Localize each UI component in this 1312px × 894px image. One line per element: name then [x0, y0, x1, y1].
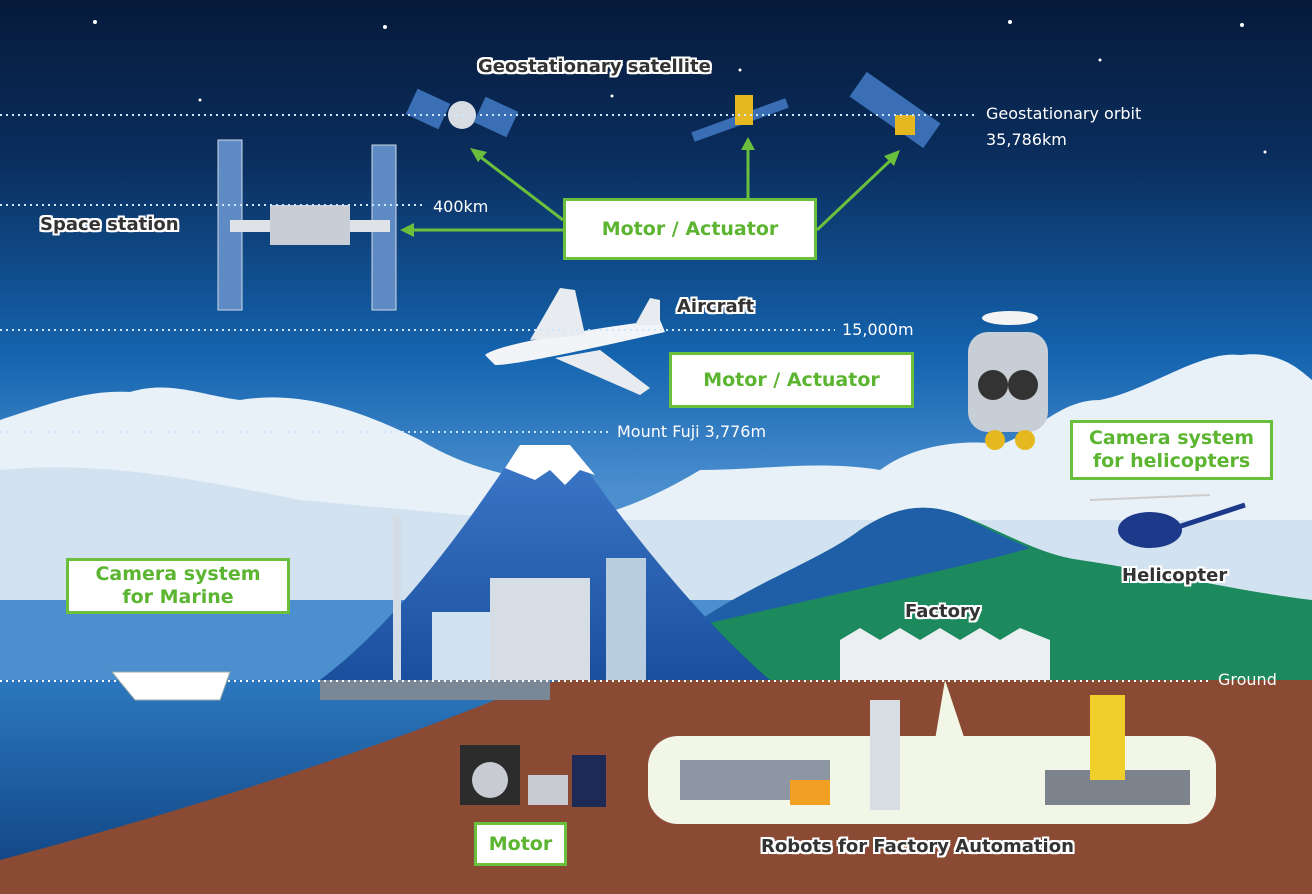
mount-fuji-label: Mount Fuji 3,776m: [617, 422, 767, 441]
geostationary-satellite-label: Geostationary satellite: [478, 56, 711, 77]
factory-building: [840, 628, 1050, 680]
aircraft-label: Aircraft: [677, 296, 755, 317]
motor-box: Motor: [474, 822, 567, 866]
camera-marine-line2: for Marine: [122, 586, 234, 608]
aircraft: [485, 288, 665, 395]
motor-actuator-box-aircraft: Motor / Actuator: [669, 352, 914, 408]
space-station: [217, 139, 397, 311]
aircraft-altitude: 15,000m: [842, 320, 914, 339]
space-station-label: Space station: [40, 214, 179, 235]
helicopter-illustration: [1089, 494, 1246, 548]
camera-helicopters-line2: for helicopters: [1092, 450, 1251, 472]
altitude-lines: [0, 114, 1210, 682]
stars: [93, 20, 1267, 154]
arrows: [400, 137, 900, 237]
camera-helicopters-line1: Camera system: [1088, 427, 1255, 450]
camera-helicopters-box: Camera system for helicopters: [1070, 420, 1273, 480]
factory-label: Factory: [905, 601, 981, 622]
city-buildings: [320, 515, 646, 700]
mascot-camera-character: [968, 311, 1048, 450]
boat: [110, 671, 231, 701]
robots-label: Robots for Factory Automation: [761, 836, 1074, 857]
motor-actuator-box-space: Motor / Actuator: [563, 198, 817, 260]
helicopter-label: Helicopter: [1122, 565, 1228, 586]
motor-products: [460, 745, 606, 807]
satellites: [405, 71, 941, 149]
camera-marine-box: Camera system for Marine: [66, 558, 290, 614]
geostationary-orbit-label: Geostationary orbit: [986, 104, 1142, 123]
factory-callout: [935, 680, 965, 740]
space-station-altitude: 400km: [433, 197, 489, 216]
robot-arms: [680, 695, 1190, 810]
ground-label: Ground: [1218, 670, 1277, 689]
camera-marine-line1: Camera system: [95, 563, 261, 586]
geostationary-orbit-altitude: 35,786km: [986, 130, 1067, 149]
